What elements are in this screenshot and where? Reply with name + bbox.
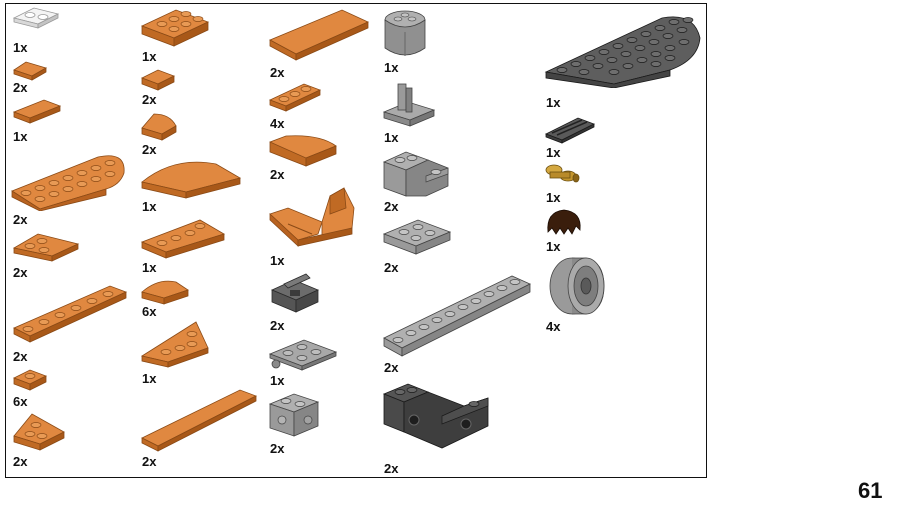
orange-slope-curved-2x1-icon bbox=[141, 280, 189, 305]
orange-windscreen-icon bbox=[269, 187, 355, 247]
gray-wheel-rim-icon bbox=[549, 257, 605, 315]
part-qty: 1x bbox=[384, 130, 399, 145]
orange-wedge-plate-icon bbox=[12, 233, 80, 262]
orange-plate-2x3-icon bbox=[140, 9, 210, 47]
gold-binoculars-icon bbox=[545, 164, 580, 183]
orange-slope-curved-long-icon bbox=[141, 161, 242, 199]
gray-lever-base-icon bbox=[382, 83, 436, 127]
orange-plate-1x3-icon bbox=[268, 83, 322, 112]
part-qty: 1x bbox=[546, 190, 561, 205]
part-qty: 2x bbox=[13, 454, 28, 469]
part-qty: 2x bbox=[13, 349, 28, 364]
part-qty: 2x bbox=[270, 167, 285, 182]
orange-slope-curved-2x2-icon bbox=[269, 135, 337, 167]
orange-tile-1x1-icon bbox=[141, 69, 175, 91]
page-number: 61 bbox=[858, 478, 883, 503]
dark-gray-technic-brick-icon bbox=[382, 383, 489, 449]
gray-brick-side-studs-icon bbox=[268, 393, 320, 437]
part-qty: 2x bbox=[384, 461, 399, 476]
part-qty: 2x bbox=[384, 360, 399, 375]
orange-tile-2x4-icon bbox=[269, 9, 369, 61]
part-qty: 1x bbox=[142, 49, 157, 64]
part-qty: 2x bbox=[270, 318, 285, 333]
part-qty: 2x bbox=[13, 265, 28, 280]
parts-list-frame: 1x 2x 1x 2x 2x bbox=[5, 3, 707, 478]
part-qty: 6x bbox=[13, 394, 28, 409]
brown-hair-icon bbox=[547, 209, 581, 235]
orange-plate-1x2-icon bbox=[12, 99, 62, 124]
part-qty: 2x bbox=[384, 260, 399, 275]
gray-round-brick-icon bbox=[384, 10, 426, 56]
part-qty: 2x bbox=[142, 92, 157, 107]
white-plate-1x2-icon bbox=[12, 7, 60, 29]
gray-plate-1x10-icon bbox=[383, 275, 531, 357]
part-qty: 1x bbox=[13, 40, 28, 55]
orange-plate-half-round-icon bbox=[11, 155, 125, 211]
part-qty: 2x bbox=[384, 199, 399, 214]
orange-plate-1x1-icon bbox=[13, 369, 47, 391]
part-qty: 4x bbox=[546, 319, 561, 334]
part-qty: 6x bbox=[142, 304, 157, 319]
part-qty: 1x bbox=[546, 145, 561, 160]
orange-slope-1x1-icon bbox=[13, 61, 48, 81]
part-qty: 1x bbox=[13, 129, 28, 144]
part-qty: 1x bbox=[270, 253, 285, 268]
gray-corner-brick-icon bbox=[382, 151, 449, 197]
part-qty: 2x bbox=[142, 454, 157, 469]
part-qty: 2x bbox=[142, 142, 157, 157]
part-qty: 1x bbox=[142, 371, 157, 386]
dark-gray-half-circle-plate-icon bbox=[544, 16, 701, 88]
part-qty: 1x bbox=[546, 95, 561, 110]
dark-gray-grille-tile-icon bbox=[545, 117, 595, 144]
orange-tile-1x8-icon bbox=[141, 389, 257, 452]
part-qty: 1x bbox=[270, 373, 285, 388]
part-qty: 4x bbox=[270, 116, 285, 131]
orange-slope-curved-1x1-icon bbox=[141, 113, 177, 141]
part-qty: 1x bbox=[384, 60, 399, 75]
orange-wedge-plate-left-icon bbox=[140, 219, 225, 259]
part-qty: 1x bbox=[546, 239, 561, 254]
part-qty: 1x bbox=[142, 260, 157, 275]
orange-wedge-plate-3x3-icon bbox=[140, 321, 209, 368]
orange-plate-1x6-icon bbox=[13, 285, 128, 343]
part-qty: 2x bbox=[270, 65, 285, 80]
part-qty: 1x bbox=[142, 199, 157, 214]
part-qty: 2x bbox=[13, 80, 28, 95]
part-qty: 2x bbox=[270, 441, 285, 456]
gray-hinge-plate-icon bbox=[268, 339, 338, 371]
dark-gray-hinge-icon bbox=[270, 273, 320, 313]
orange-wedge-plate-2x2-icon bbox=[13, 413, 65, 451]
gray-plate-2x2-icon bbox=[382, 219, 452, 255]
part-qty: 2x bbox=[13, 212, 28, 227]
